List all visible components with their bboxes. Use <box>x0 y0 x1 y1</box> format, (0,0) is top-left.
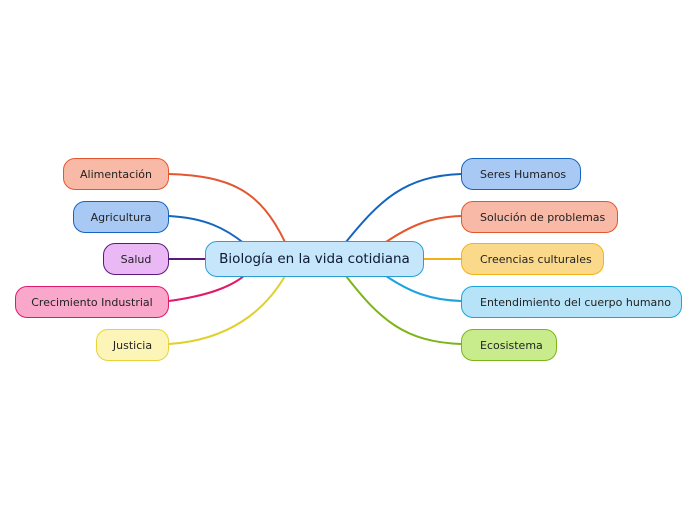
connector-justicia <box>168 275 286 345</box>
topic-alimentacion[interactable]: Alimentación <box>63 158 169 190</box>
topic-label: Creencias culturales <box>480 252 592 266</box>
topic-label: Crecimiento Industrial <box>31 295 153 309</box>
connector-alimentacion <box>168 173 286 243</box>
topic-entendimiento-del-cuerpo-humano[interactable]: Entendimiento del cuerpo humano <box>461 286 682 318</box>
topic-creencias-culturales[interactable]: Creencias culturales <box>461 243 604 275</box>
topic-ecosistema[interactable]: Ecosistema <box>461 329 557 361</box>
topic-solucion-de-problemas[interactable]: Solución de problemas <box>461 201 618 233</box>
connector-ecosistema <box>345 275 462 345</box>
topic-label: Seres Humanos <box>480 167 567 181</box>
central-topic[interactable]: Biología en la vida cotidiana <box>205 241 424 277</box>
connector-agricultura <box>168 215 246 245</box>
connector-seres-humanos <box>345 173 462 243</box>
connector-entendimiento <box>385 275 462 302</box>
topic-salud[interactable]: Salud <box>103 243 169 275</box>
topic-label: Solución de problemas <box>480 210 606 224</box>
topic-agricultura[interactable]: Agricultura <box>73 201 169 233</box>
topic-label: Salud <box>120 252 152 266</box>
topic-label: Ecosistema <box>480 338 543 352</box>
topic-label: Entendimiento del cuerpo humano <box>480 295 671 309</box>
topic-label: Alimentación <box>80 167 152 181</box>
central-topic-label: Biología en la vida cotidiana <box>219 251 410 267</box>
connector-crecimiento-industrial <box>168 274 246 302</box>
connector-solucion-de-problemas <box>385 215 462 243</box>
topic-justicia[interactable]: Justicia <box>96 329 169 361</box>
topic-seres-humanos[interactable]: Seres Humanos <box>461 158 581 190</box>
topic-label: Justicia <box>112 338 153 352</box>
topic-label: Agricultura <box>90 210 152 224</box>
topic-crecimiento-industrial[interactable]: Crecimiento Industrial <box>15 286 169 318</box>
